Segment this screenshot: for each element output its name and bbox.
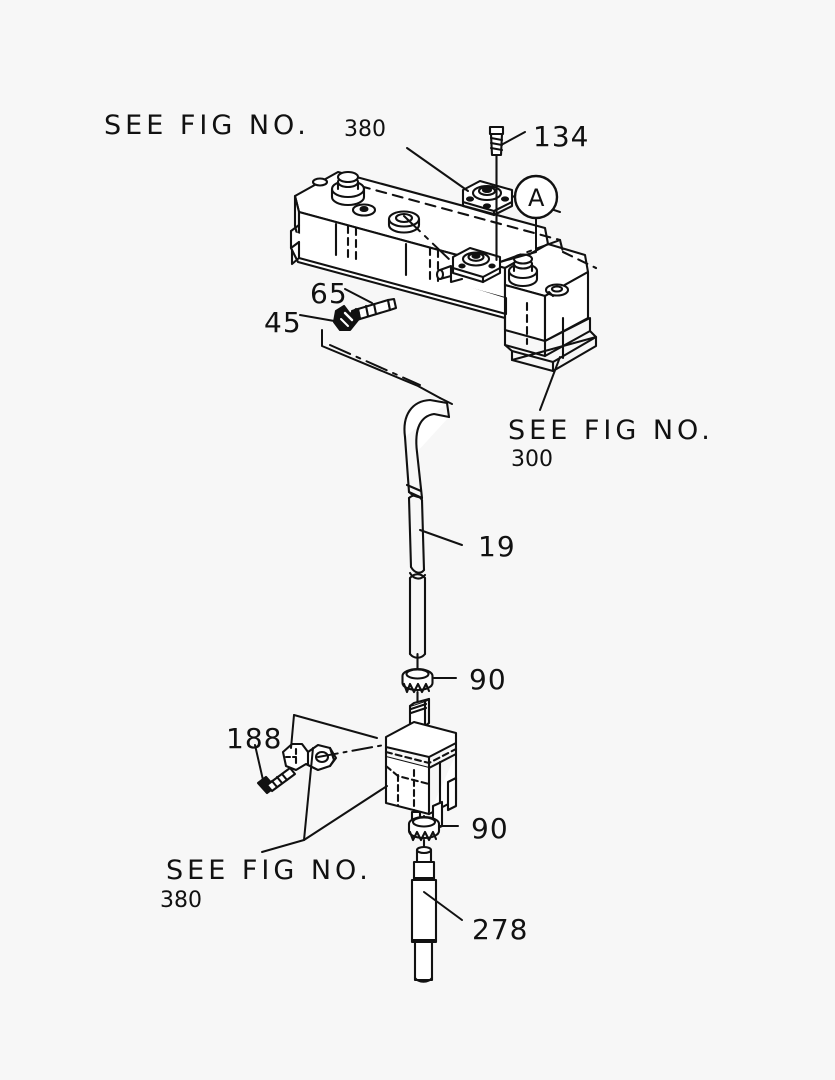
pcv-base-on-cover xyxy=(435,246,502,284)
hose-clamp-90-lower xyxy=(407,814,441,852)
hose-clamp-90-upper xyxy=(401,652,434,706)
reference-see-fig-380-top-number: 380 xyxy=(344,117,386,142)
callout-19: 19 xyxy=(478,530,516,563)
leader-188 xyxy=(254,744,264,781)
section-marker-a-circle xyxy=(513,174,559,220)
callout-134: 134 xyxy=(533,120,590,153)
leader-278 xyxy=(423,891,463,921)
mount-plate-upper xyxy=(461,179,514,217)
callout-278: 278 xyxy=(472,913,529,946)
assembly-chain-to-hose xyxy=(439,397,453,405)
reference-see-fig-380-bottom: SEE FIG NO. xyxy=(166,855,372,886)
reference-see-fig-380-bottom-number: 380 xyxy=(160,888,202,913)
bolt-134 xyxy=(488,125,505,200)
callout-90-upper: 90 xyxy=(469,663,507,696)
drain-pipe-278 xyxy=(410,845,438,983)
clip-45 xyxy=(332,304,360,332)
cover-boss-ring xyxy=(387,210,421,234)
leader-19 xyxy=(419,529,463,546)
section-marker-a-letter: A xyxy=(528,184,545,212)
reference-see-fig-300: SEE FIG NO. xyxy=(508,415,714,446)
reference-see-fig-300-number: 300 xyxy=(511,447,553,472)
reference-see-fig-380-top: SEE FIG NO. xyxy=(104,110,310,141)
cover-boss-large-left xyxy=(330,170,366,207)
oil-separator-tank xyxy=(384,697,458,832)
group-chain-380 xyxy=(317,744,385,758)
callout-90-lower: 90 xyxy=(471,812,509,845)
callout-188: 188 xyxy=(226,722,283,755)
callout-65: 65 xyxy=(310,277,348,310)
valve-cover-hidden-edges xyxy=(358,184,598,270)
group-bracket-380-bottom xyxy=(261,714,388,853)
cover-boss-ring-right xyxy=(544,283,570,298)
callout-45: 45 xyxy=(264,306,302,339)
cover-boss-small-mid xyxy=(351,203,377,217)
assembly-bracket-upper xyxy=(321,329,441,399)
cover-small-hole xyxy=(311,177,329,187)
breather-hose-19 xyxy=(403,398,451,659)
